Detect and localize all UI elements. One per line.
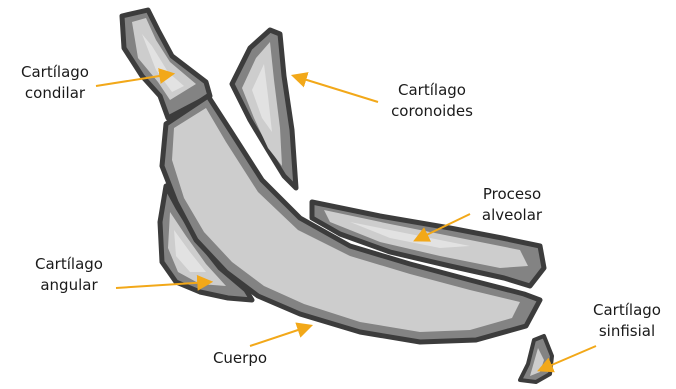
label-line: alveolar: [470, 205, 554, 226]
label-line: Cartílago: [6, 62, 104, 83]
label-line: Cartílago: [24, 254, 114, 275]
arrow-body: [250, 326, 310, 346]
arrow-coronoid: [294, 76, 378, 102]
label-line: condilar: [6, 83, 104, 104]
label-body: Cuerpo: [204, 348, 276, 369]
label-line: sinfisial: [584, 321, 670, 342]
label-line: Proceso: [470, 184, 554, 205]
symphyseal-cartilage-shape: [520, 336, 552, 382]
label-alveolar-process: Proceso alveolar: [470, 184, 554, 226]
label-line: Cartílago: [584, 300, 670, 321]
label-line: Cartílago: [376, 80, 488, 101]
label-line: angular: [24, 275, 114, 296]
label-symphyseal-cartilage: Cartílago sinfisial: [584, 300, 670, 342]
label-line: Cuerpo: [204, 348, 276, 369]
label-condylar-cartilage: Cartílago condilar: [6, 62, 104, 104]
label-coronoid-cartilage: Cartílago coronoides: [376, 80, 488, 122]
label-line: coronoides: [376, 101, 488, 122]
label-angular-cartilage: Cartílago angular: [24, 254, 114, 296]
